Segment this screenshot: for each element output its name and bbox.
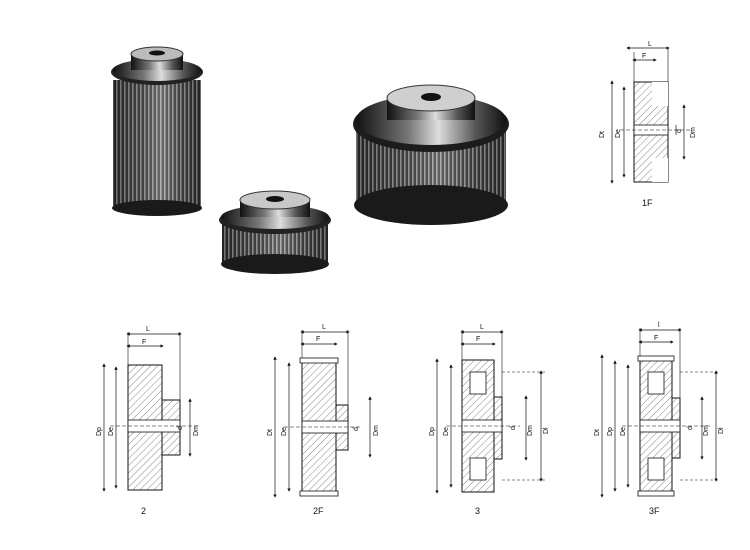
dim-label-f: F [142, 339, 146, 346]
drawing-1f: L F Dt De d Dm 1F [599, 41, 697, 208]
dim-label-de: De [615, 129, 622, 138]
drawing-3: L F Dp De d Dm Dl 3 [429, 324, 550, 516]
dim-label-de: De [620, 427, 627, 436]
drawing-caption: 3F [649, 506, 660, 516]
tall-pulley [111, 46, 203, 216]
drawing-caption: 2 [141, 506, 146, 516]
drawing-3f: l F Dt Dp De d Dm Dl 3F [594, 322, 725, 516]
dim-label-l: L [648, 41, 652, 48]
drawing-caption: 3 [475, 506, 480, 516]
dim-label-dm: Dm [703, 425, 710, 436]
drawing-2f: L F Dt De d Dm 2F [267, 324, 380, 516]
dim-label-l: L [322, 324, 326, 331]
dim-label-f: F [654, 335, 658, 342]
small-flanged-pulley [219, 190, 331, 274]
dim-label-f: F [316, 336, 320, 343]
dim-label-dm: Dm [193, 425, 200, 436]
dim-label-l: l [658, 322, 660, 329]
dim-label-dm: Dm [373, 425, 380, 436]
wide-flanged-pulley [353, 84, 509, 225]
dim-label-d: d [687, 426, 694, 430]
dim-label-dp: Dp [607, 427, 614, 436]
dim-label-dt: Dt [594, 429, 601, 436]
dim-label-dt: Dt [267, 429, 274, 436]
dim-label-l: L [146, 326, 150, 333]
dim-label-dm: Dm [527, 425, 534, 436]
dim-label-dm: Dm [690, 127, 697, 138]
drawing-2: L F Dp De d Dm 2 [96, 326, 200, 516]
dim-label-dl: Dl [718, 427, 725, 434]
dim-label-f: F [476, 336, 480, 343]
dim-label-f: F [642, 53, 646, 60]
dim-label-d: d [177, 426, 184, 430]
dim-label-d: d [353, 427, 360, 431]
drawing-caption: 1F [642, 198, 653, 208]
dim-label-d: d [510, 426, 517, 430]
dim-label-dl: Dl [543, 427, 550, 434]
dim-label-de: De [281, 427, 288, 436]
dim-label-d: d [676, 129, 683, 133]
pulley-photo [111, 46, 509, 274]
dim-label-dt: Dt [599, 131, 606, 138]
dim-label-dp: Dp [429, 427, 436, 436]
drawing-caption: 2F [313, 506, 324, 516]
dim-label-dp: Dp [96, 427, 103, 436]
dim-label-de: De [108, 427, 115, 436]
dim-label-l: L [480, 324, 484, 331]
dim-label-de: De [443, 427, 450, 436]
